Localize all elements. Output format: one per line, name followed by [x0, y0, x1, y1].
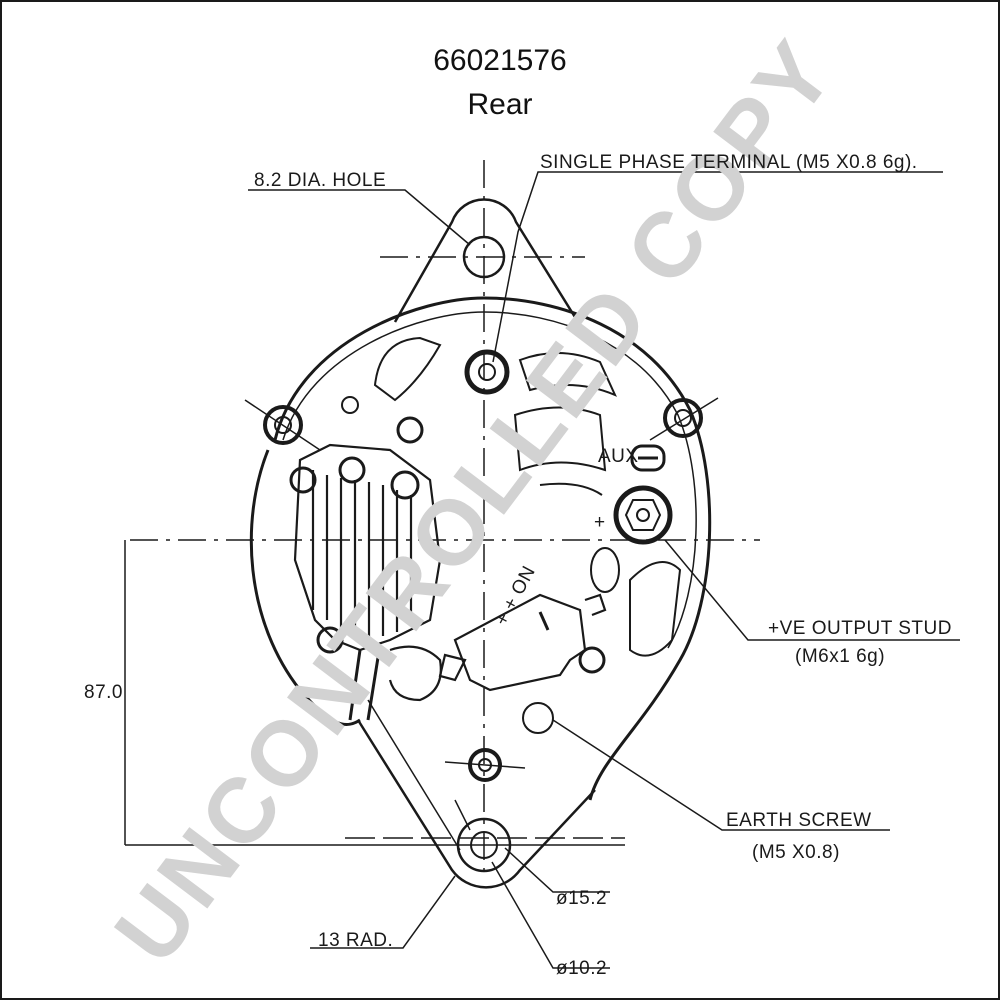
earth-screw-spec: (M5 X0.8)	[752, 842, 840, 863]
dia-hole-label: 8.2 DIA. HOLE	[254, 170, 386, 191]
dia-hole-circle	[462, 235, 506, 279]
aux-terminal	[630, 444, 666, 472]
bottom-terminal	[444, 748, 526, 782]
earth-screw-label: EARTH SCREW	[726, 810, 872, 831]
part-number-title: 66021576	[433, 44, 567, 77]
leader-lines	[248, 171, 960, 969]
rad-13-label: 13 RAD.	[318, 930, 393, 951]
aux-label: AUX	[598, 446, 639, 467]
view-subtitle: Rear	[467, 88, 533, 121]
dim-87-label: 87.0	[84, 682, 123, 703]
output-stud-label: +VE OUTPUT STUD	[768, 618, 952, 639]
ventilation-slots	[341, 336, 682, 734]
fixing-bolts	[244, 397, 719, 451]
top-mounting-lug	[393, 198, 580, 323]
single-phase-terminal	[464, 349, 510, 395]
regulator-heatsink	[289, 416, 442, 721]
dia-15-label: ø15.2	[556, 888, 607, 909]
connector-text: + + ON	[491, 563, 540, 630]
output-stud-spec: (M6x1 6g)	[795, 646, 885, 667]
single-phase-label: SINGLE PHASE TERMINAL (M5 X0.8 6g).	[540, 152, 918, 173]
housing	[249, 296, 712, 889]
output-stud	[613, 485, 673, 545]
connector-block	[438, 593, 607, 692]
dimension-87	[124, 540, 625, 846]
dia-10-label: ø10.2	[556, 958, 607, 979]
bottom-lug	[454, 799, 512, 873]
plus-label: +	[594, 512, 606, 533]
